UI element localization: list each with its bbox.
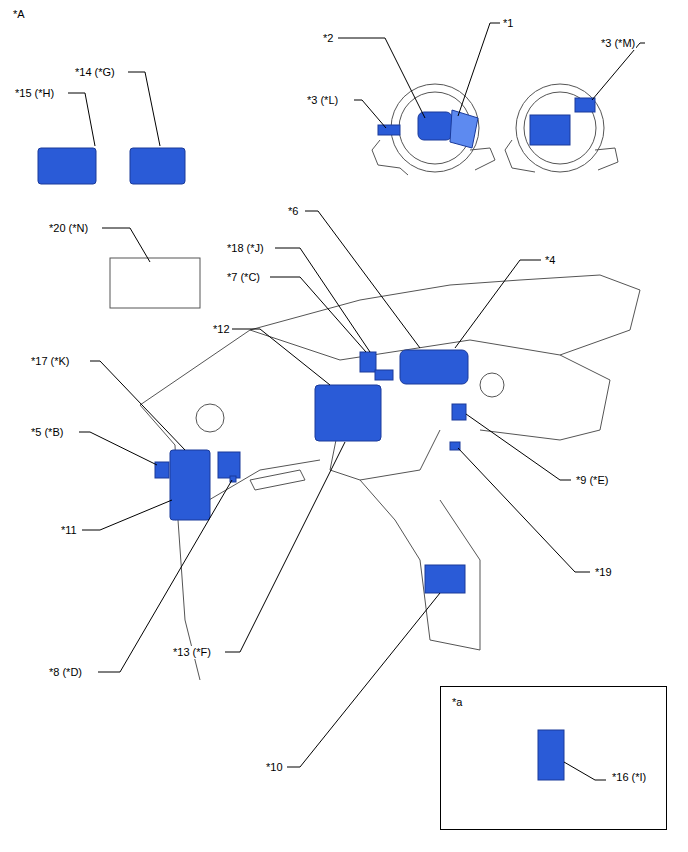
callout-number: *9 (*E)	[575, 474, 609, 487]
inset-box: *a *16 (*I)	[440, 686, 667, 830]
callout-number: *6	[287, 205, 299, 218]
callout-number: *16 (*I)	[611, 771, 647, 784]
callout-number: *13 (*F)	[172, 646, 212, 659]
callout-number: *20 (*N)	[48, 222, 89, 235]
inset-label: *a	[451, 696, 463, 709]
callout-number: *1	[502, 17, 514, 30]
callout-number: *2	[322, 32, 334, 45]
callout-number: *18 (*J)	[226, 242, 265, 255]
callout-number: *15 (*H)	[14, 87, 55, 100]
callout-number: *14 (*G)	[74, 66, 116, 79]
callout-number: *8 (*D)	[48, 666, 83, 679]
callout-number: *5 (*B)	[30, 426, 64, 439]
callout-number: *11	[60, 524, 78, 537]
callout-number: *12	[212, 323, 231, 336]
callout-number: *3 (*L)	[306, 94, 339, 107]
callout-number: *17 (*K)	[30, 355, 71, 368]
callout-number: *A	[12, 8, 26, 21]
callout-number: *7 (*C)	[226, 271, 261, 284]
callout-number: *3 (*M)	[600, 37, 636, 50]
callout-number: *19	[594, 566, 613, 579]
callout-number: *10	[265, 761, 284, 774]
callout-number: *4	[544, 254, 556, 267]
